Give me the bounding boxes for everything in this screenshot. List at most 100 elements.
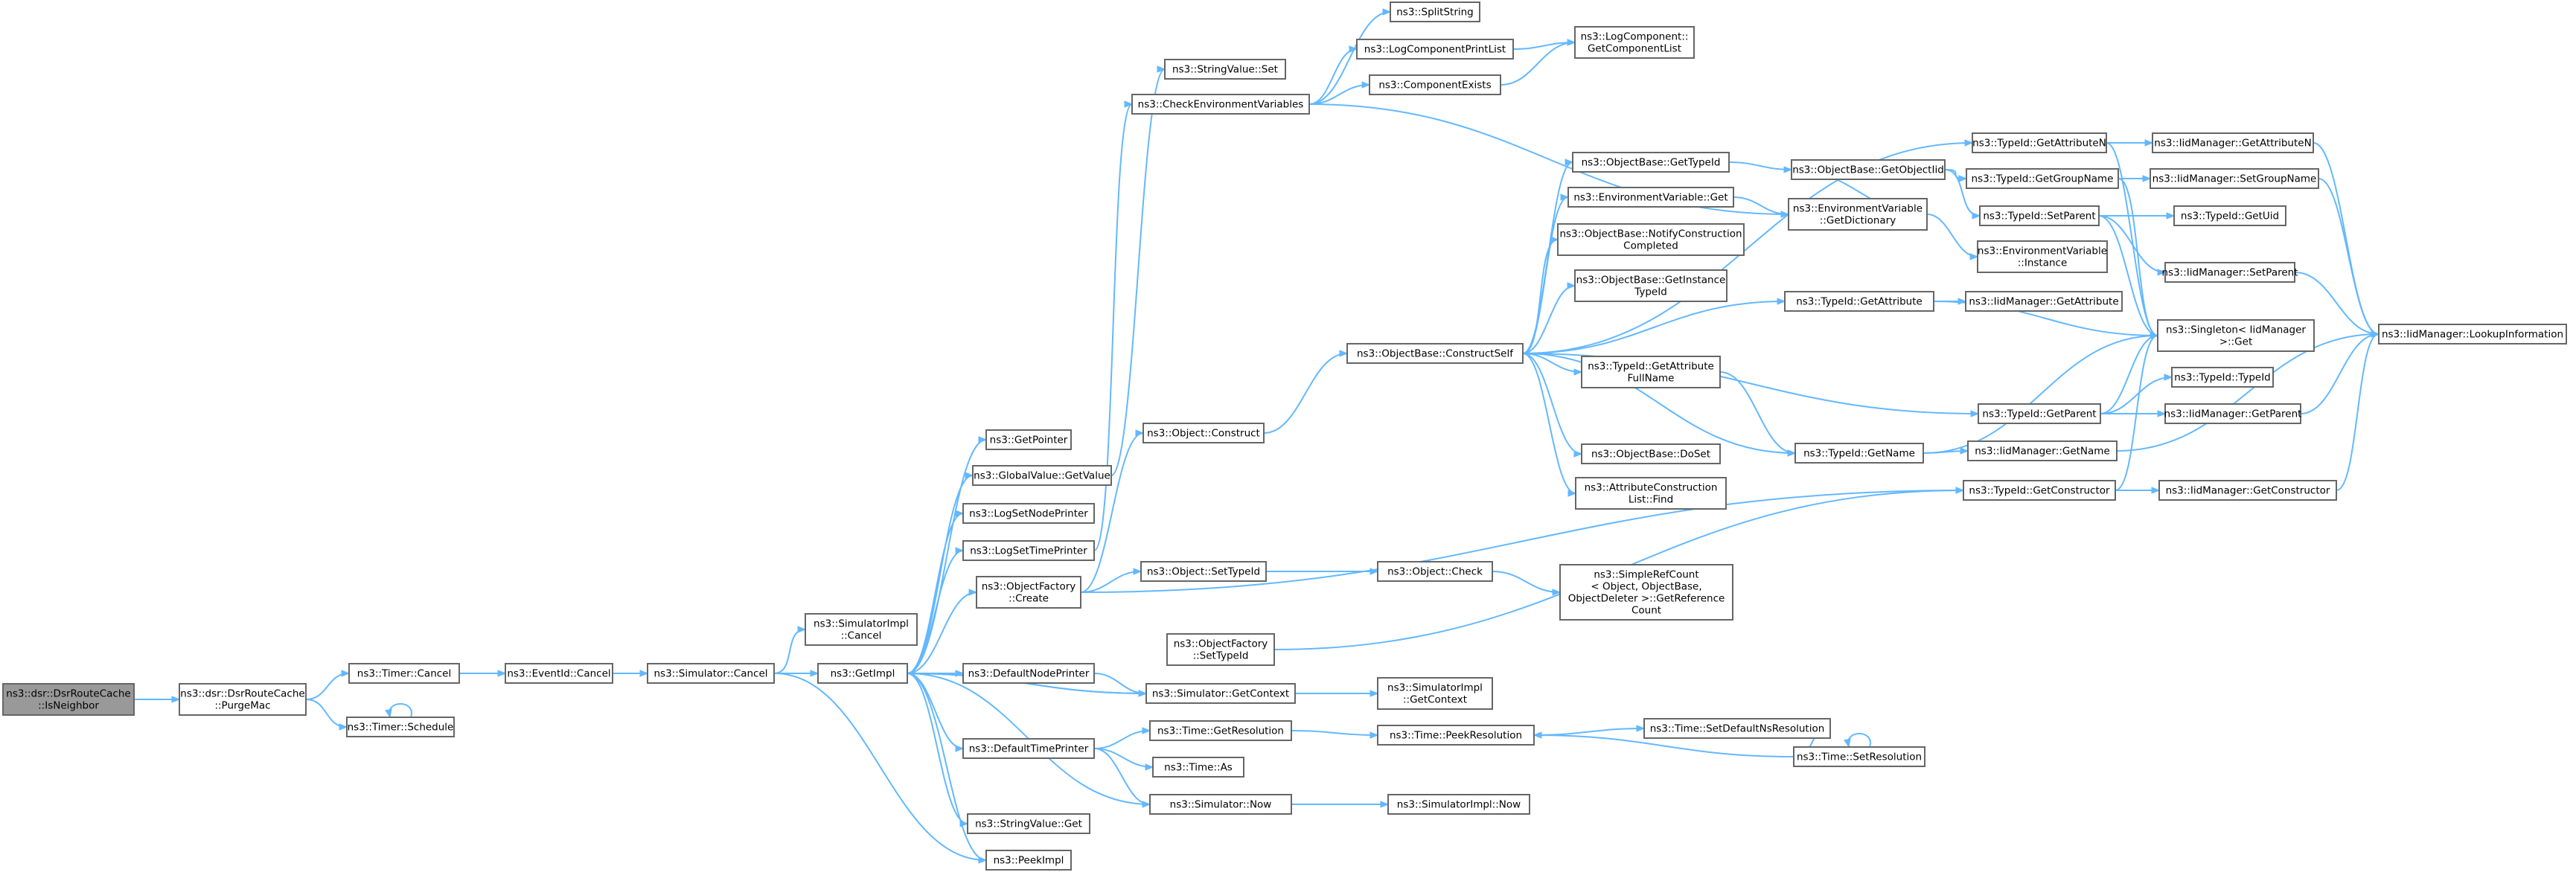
function-node[interactable]: ns3::Singleton< IidManager >::Get: [2157, 319, 2315, 352]
node-box: [1149, 794, 1292, 815]
function-node[interactable]: ns3::DefaultNodePrinter: [962, 663, 1095, 684]
function-node[interactable]: ns3::ObjectFactory::SetTypeId: [1166, 633, 1275, 666]
edge-line: [1522, 353, 1796, 454]
function-node[interactable]: ns3::Time::GetResolution: [1149, 720, 1292, 741]
function-node[interactable]: ns3::DefaultTimePrinter: [962, 738, 1095, 759]
edge-arrowhead: [1970, 410, 1980, 417]
function-node[interactable]: ns3::EnvironmentVariable::Instance: [1977, 240, 2108, 273]
edge-line: [1263, 353, 1348, 434]
function-node[interactable]: ns3::StringValue::Get: [967, 813, 1090, 834]
function-node[interactable]: ns3::CheckEnvironmentVariables: [1131, 94, 1310, 115]
function-node[interactable]: ns3::PeekImpl: [985, 850, 1072, 871]
edge-n28-n29: [1500, 39, 1576, 86]
function-node[interactable]: ns3::Time::As: [1152, 757, 1244, 778]
function-node[interactable]: ns3::Simulator::Cancel: [647, 663, 775, 684]
edge-arrowhead: [1565, 158, 1574, 166]
function-node[interactable]: ns3::ObjectFactory::Create: [976, 576, 1081, 609]
root-function-node[interactable]: ns3::dsr::DsrRouteCache::IsNeighbor: [2, 683, 135, 716]
function-node[interactable]: ns3::GetImpl: [817, 663, 908, 684]
function-node[interactable]: ns3::GlobalValue::GetValue: [972, 465, 1112, 486]
function-node[interactable]: ns3::SplitString: [1390, 1, 1480, 22]
function-node[interactable]: ns3::TypeId::GetAttribute: [1784, 291, 1934, 312]
edge-n56-n61: [2115, 332, 2159, 491]
function-node[interactable]: ns3::IidManager::SetParent: [2162, 262, 2298, 283]
function-node[interactable]: ns3::Time::SetResolution: [1793, 746, 1925, 767]
function-node[interactable]: ns3::LogComponentPrintList: [1356, 39, 1514, 60]
node-box: [1574, 26, 1695, 59]
function-node[interactable]: ns3::LogSetTimePrinter: [962, 540, 1095, 561]
edge-n4-n5: [613, 670, 649, 677]
node-label: Count: [1631, 604, 1661, 616]
node-label: ns3::Singleton< IidManager: [2166, 324, 2306, 336]
function-node[interactable]: ns3::ObjectBase::GetObjectIid: [1791, 159, 1946, 180]
function-node[interactable]: ns3::TypeId::GetName: [1794, 443, 1924, 464]
function-node[interactable]: ns3::IidManager::LookupInformation: [2378, 324, 2567, 344]
function-node[interactable]: ns3::IidManager::GetAttribute: [1965, 291, 2123, 312]
edge-line: [1728, 161, 1792, 170]
edge-line: [907, 592, 977, 674]
node-label: ::PurgeMac: [214, 699, 270, 711]
node-box: [179, 683, 307, 716]
node-label: ns3::DefaultNodePrinter: [968, 667, 1090, 679]
function-node[interactable]: ns3::IidManager::SetGroupName: [2150, 168, 2319, 189]
function-node[interactable]: ns3::Simulator::GetContext: [1145, 683, 1296, 704]
function-node[interactable]: ns3::ObjectBase::DoSet: [1581, 443, 1721, 464]
function-node[interactable]: ns3::SimulatorImpl::Now: [1387, 794, 1530, 815]
function-node[interactable]: ns3::EventId::Cancel: [505, 663, 613, 684]
function-node[interactable]: ns3::LogSetNodePrinter: [962, 503, 1095, 524]
function-node[interactable]: ns3::TypeId::GetParent: [1978, 403, 2101, 424]
node-label: ns3::Timer::Schedule: [348, 721, 454, 733]
function-node[interactable]: ns3::IidManager::GetAttributeN: [2152, 132, 2314, 153]
function-node[interactable]: ns3::LogComponent::GetComponentList: [1574, 26, 1695, 59]
function-node[interactable]: ns3::SimulatorImpl::GetContext: [1377, 677, 1493, 710]
function-node[interactable]: ns3::SimulatorImpl::Cancel: [805, 613, 918, 646]
function-node[interactable]: ns3::Time::PeekResolution: [1377, 725, 1535, 746]
function-node[interactable]: ns3::EnvironmentVariable::Get: [1567, 187, 1734, 208]
function-node[interactable]: ns3::ObjectBase::GetTypeId: [1572, 152, 1730, 173]
function-node[interactable]: ns3::TypeId::GetUid: [2173, 205, 2286, 226]
function-node[interactable]: ns3::Object::Check: [1377, 561, 1493, 582]
function-node[interactable]: ns3::Object::SetTypeId: [1140, 561, 1267, 582]
node-label: ns3::Simulator::GetContext: [1152, 688, 1289, 699]
function-node[interactable]: ns3::ObjectBase::ConstructSelf: [1346, 343, 1524, 364]
edge-n22-n32: [1295, 690, 1379, 697]
edge-n58-n65: [2318, 178, 2380, 338]
function-node[interactable]: ns3::EnvironmentVariable::GetDictionary: [1788, 198, 1928, 231]
node-label: ns3::Time::GetResolution: [1157, 725, 1284, 737]
edge-arrowhead: [385, 708, 392, 719]
function-node[interactable]: ns3::SimpleRefCount< Object, ObjectBase,…: [1559, 564, 1733, 621]
function-node[interactable]: ns3::Object::Construct: [1142, 423, 1265, 443]
node-label: ns3::IidManager::GetParent: [2164, 408, 2302, 420]
function-node[interactable]: ns3::TypeId::TypeId: [2171, 367, 2274, 388]
function-node[interactable]: ns3::TypeId::SetParent: [1979, 205, 2100, 226]
edge-n15-n23: [1093, 727, 1151, 749]
function-node[interactable]: ns3::dsr::DsrRouteCache::PurgeMac: [179, 683, 307, 716]
edge-n5-n8: [773, 673, 988, 864]
node-label: ns3::CheckEnvironmentVariables: [1138, 98, 1304, 110]
edge-arrowhead: [1783, 166, 1793, 173]
node-box: [1581, 356, 1721, 388]
function-node[interactable]: ns3::GetPointer: [985, 429, 1072, 450]
edge-line: [773, 673, 987, 861]
function-node[interactable]: ns3::IidManager::GetParent: [2164, 403, 2302, 424]
function-node[interactable]: ns3::IidManager::GetConstructor: [2158, 480, 2337, 501]
node-label: ns3::SplitString: [1396, 6, 1474, 18]
edge-arrowhead: [797, 626, 807, 633]
function-node[interactable]: ns3::Timer::Schedule: [346, 717, 455, 737]
function-node[interactable]: ns3::TypeId::GetGroupName: [1966, 168, 2119, 189]
function-node[interactable]: ns3::IidManager::GetName: [1967, 440, 2118, 461]
function-node[interactable]: ns3::StringValue::Set: [1164, 59, 1286, 80]
function-node[interactable]: ns3::Timer::Cancel: [348, 663, 460, 684]
function-node[interactable]: ns3::Simulator::Now: [1149, 794, 1292, 815]
edge-n54-n63: [2100, 410, 2167, 417]
function-node[interactable]: ns3::Time::SetDefaultNsResolution: [1643, 718, 1831, 739]
function-node[interactable]: ns3::TypeId::GetAttributeN: [1972, 132, 2107, 153]
node-label: ns3::SimulatorImpl::Now: [1397, 798, 1521, 810]
node-label: ns3::Object::SetTypeId: [1147, 565, 1260, 577]
function-node[interactable]: ns3::TypeId::GetConstructor: [1963, 480, 2116, 501]
function-node[interactable]: ns3::ObjectBase::NotifyConstructionCompl…: [1557, 223, 1745, 256]
function-node[interactable]: ns3::ComponentExists: [1369, 74, 1501, 95]
